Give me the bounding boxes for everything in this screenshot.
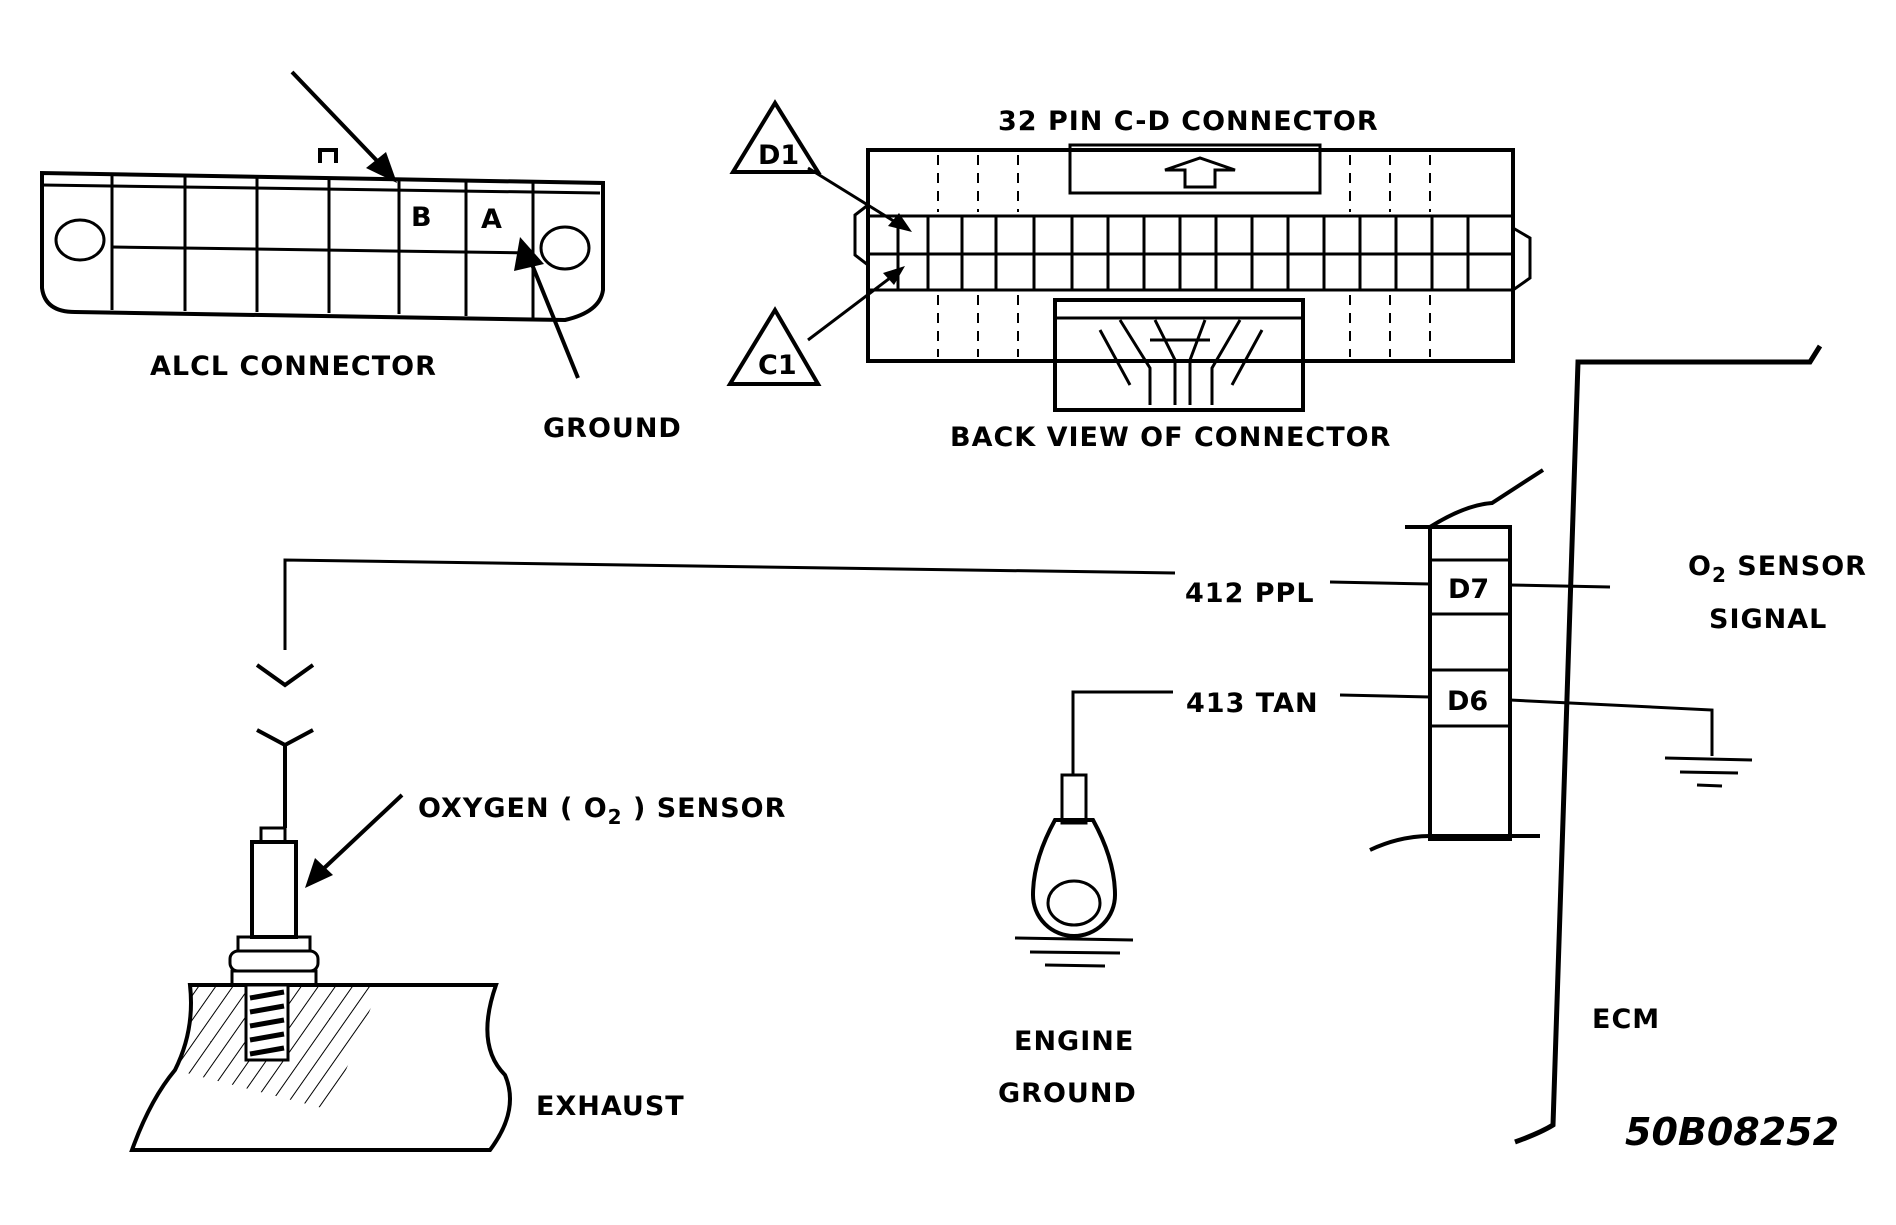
back-view-label: BACK VIEW OF CONNECTOR: [950, 422, 1391, 453]
cd-connector-title: 32 PIN C-D CONNECTOR: [998, 106, 1379, 137]
alcl-mount-hole-right: [539, 225, 591, 271]
exhaust-label: EXHAUST: [536, 1091, 685, 1122]
wire-413-label: 413 TAN: [1186, 688, 1319, 719]
d1-label: D1: [758, 140, 799, 171]
alcl-connector: B A: [40, 70, 605, 379]
alcl-pin-b-label: B: [411, 202, 432, 233]
exhaust-pipe: [129, 983, 512, 1152]
oxygen-sensor-label: OXYGEN ( O2 ) SENSOR: [418, 793, 786, 829]
cd-pin-grid: [896, 216, 1470, 290]
d1-callout: D1: [729, 99, 912, 232]
alcl-pin-b-arrow: [290, 70, 384, 168]
alcl-connector-label: ALCL CONNECTOR: [150, 351, 437, 382]
c1-label: C1: [758, 350, 797, 381]
oxygen-sensor-arrow: [305, 793, 404, 888]
engine-ground-label: ENGINE: [1014, 1026, 1134, 1057]
wire-413-tan: 413 TAN: [1071, 688, 1714, 775]
alcl-pin-grid: [110, 176, 535, 318]
o2-sensor-signal-label-line2: SIGNAL: [1709, 604, 1827, 635]
alcl-pin-a-label: A: [481, 204, 502, 235]
ecm-ground-symbol-icon: [1664, 756, 1753, 788]
cd-orientation-arrow-icon: [1164, 156, 1236, 189]
sensor-connector-icon: [255, 663, 315, 828]
c1-callout: C1: [726, 266, 905, 386]
engine-ground-terminal-icon: [1014, 773, 1134, 968]
pin-d7-label: D7: [1448, 574, 1489, 605]
cd-connector: [853, 143, 1532, 412]
o2-sensor-signal-label: O2 SENSOR: [1688, 551, 1867, 587]
alcl-ground-arrow: [529, 261, 580, 379]
wire-412-label: 412 PPL: [1185, 578, 1315, 609]
figure-code: 50B08252: [1625, 1110, 1839, 1154]
ecm-housing-line: [1514, 344, 1823, 1145]
engine-ground-label-line2: GROUND: [998, 1078, 1137, 1109]
ecm-label: ECM: [1592, 1004, 1660, 1035]
pin-d6-label: D6: [1447, 686, 1488, 717]
alcl-mount-hole-left: [54, 218, 106, 262]
wire-412-ppl: 412 PPL: [283, 558, 1611, 650]
alcl-ground-label: GROUND: [543, 413, 682, 444]
ecm-connector-block: D7 D6: [1369, 468, 1545, 852]
